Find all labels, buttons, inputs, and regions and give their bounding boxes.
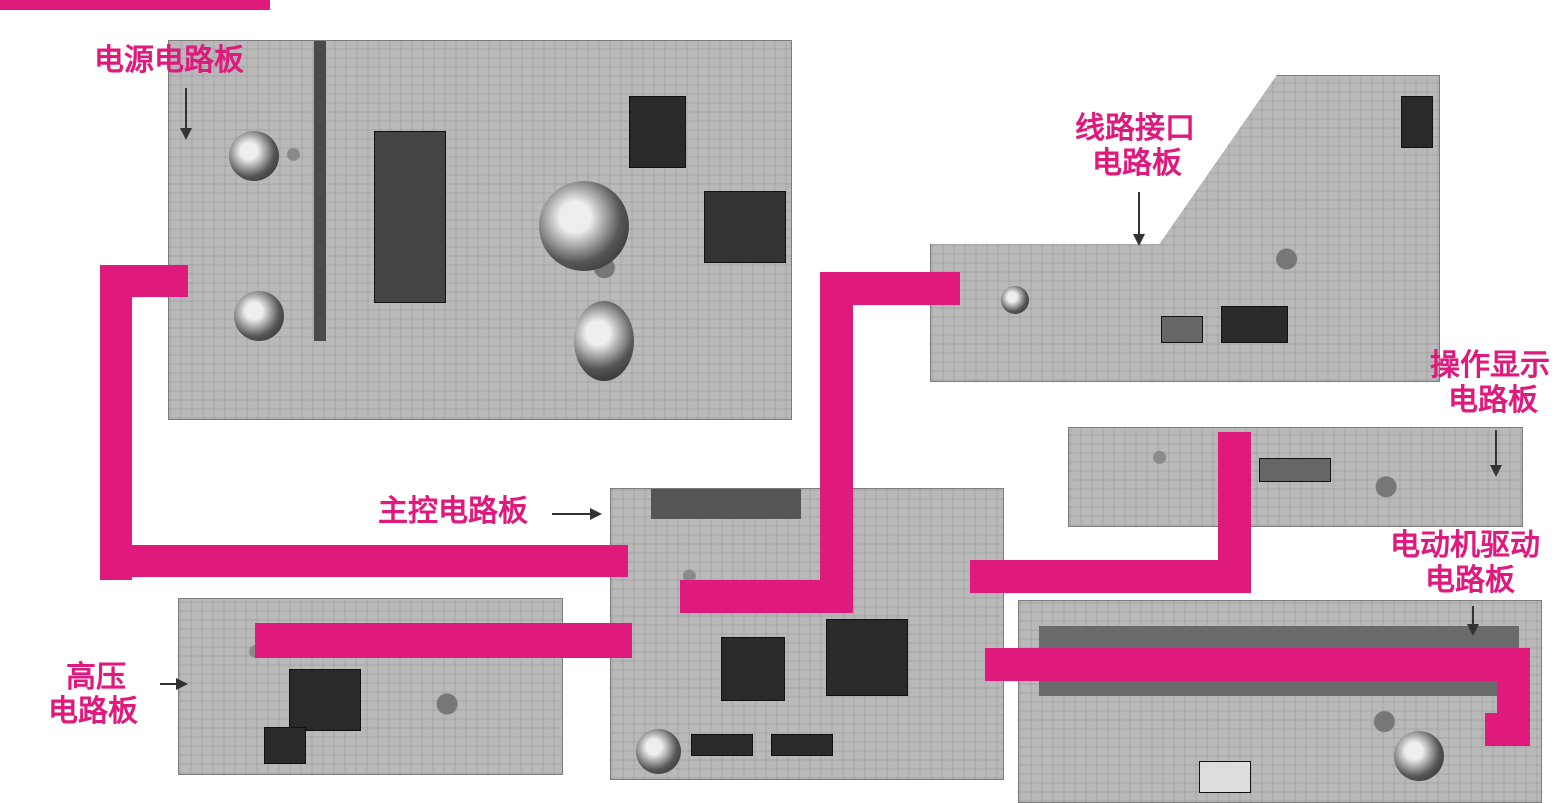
power-board-label: 电源电路板 — [94, 43, 244, 78]
connector-power-main-2 — [100, 265, 132, 580]
power-board-arrow — [185, 88, 187, 128]
motor-drive-board-image — [1018, 600, 1542, 803]
motor-drive-label-line2: 电路板 — [1425, 563, 1515, 598]
motor-drive-arrowhead — [1467, 624, 1479, 636]
connector-line-main-2 — [820, 272, 853, 612]
operation-display-arrow — [1495, 430, 1497, 465]
motor-drive-label-line1: 电动机驱动 — [1390, 528, 1540, 563]
main-control-board-image — [610, 488, 1004, 780]
power-board-arrowhead — [180, 128, 192, 140]
high-voltage-arrow — [160, 683, 178, 685]
corner-decoration — [0, 0, 270, 10]
operation-display-arrowhead — [1490, 465, 1502, 477]
connector-display-main-2 — [970, 560, 1251, 593]
line-interface-label-line2: 电路板 — [1092, 146, 1182, 181]
connector-power-main-3 — [100, 545, 628, 577]
motor-drive-arrow — [1472, 606, 1474, 626]
line-interface-label-line1: 线路接口 — [1075, 111, 1195, 146]
operation-display-board-image — [1068, 427, 1523, 527]
line-interface-arrow — [1138, 192, 1140, 234]
connector-highvoltage-main — [255, 623, 632, 658]
main-control-label: 主控电路板 — [378, 494, 528, 529]
operation-display-label-line2: 电路板 — [1448, 383, 1538, 418]
high-voltage-label-line1: 高压 — [66, 660, 126, 695]
main-control-arrow — [552, 513, 590, 515]
line-interface-arrowhead — [1133, 234, 1145, 246]
high-voltage-label-line2: 电路板 — [48, 694, 138, 729]
high-voltage-arrowhead — [176, 678, 188, 690]
connector-line-main-3 — [680, 580, 853, 613]
connector-motor-main-3 — [1485, 713, 1530, 746]
operation-display-label-line1: 操作显示 — [1430, 348, 1550, 383]
main-control-arrowhead — [590, 508, 602, 520]
connector-motor-main-1 — [985, 648, 1530, 681]
power-board-image — [168, 40, 792, 420]
